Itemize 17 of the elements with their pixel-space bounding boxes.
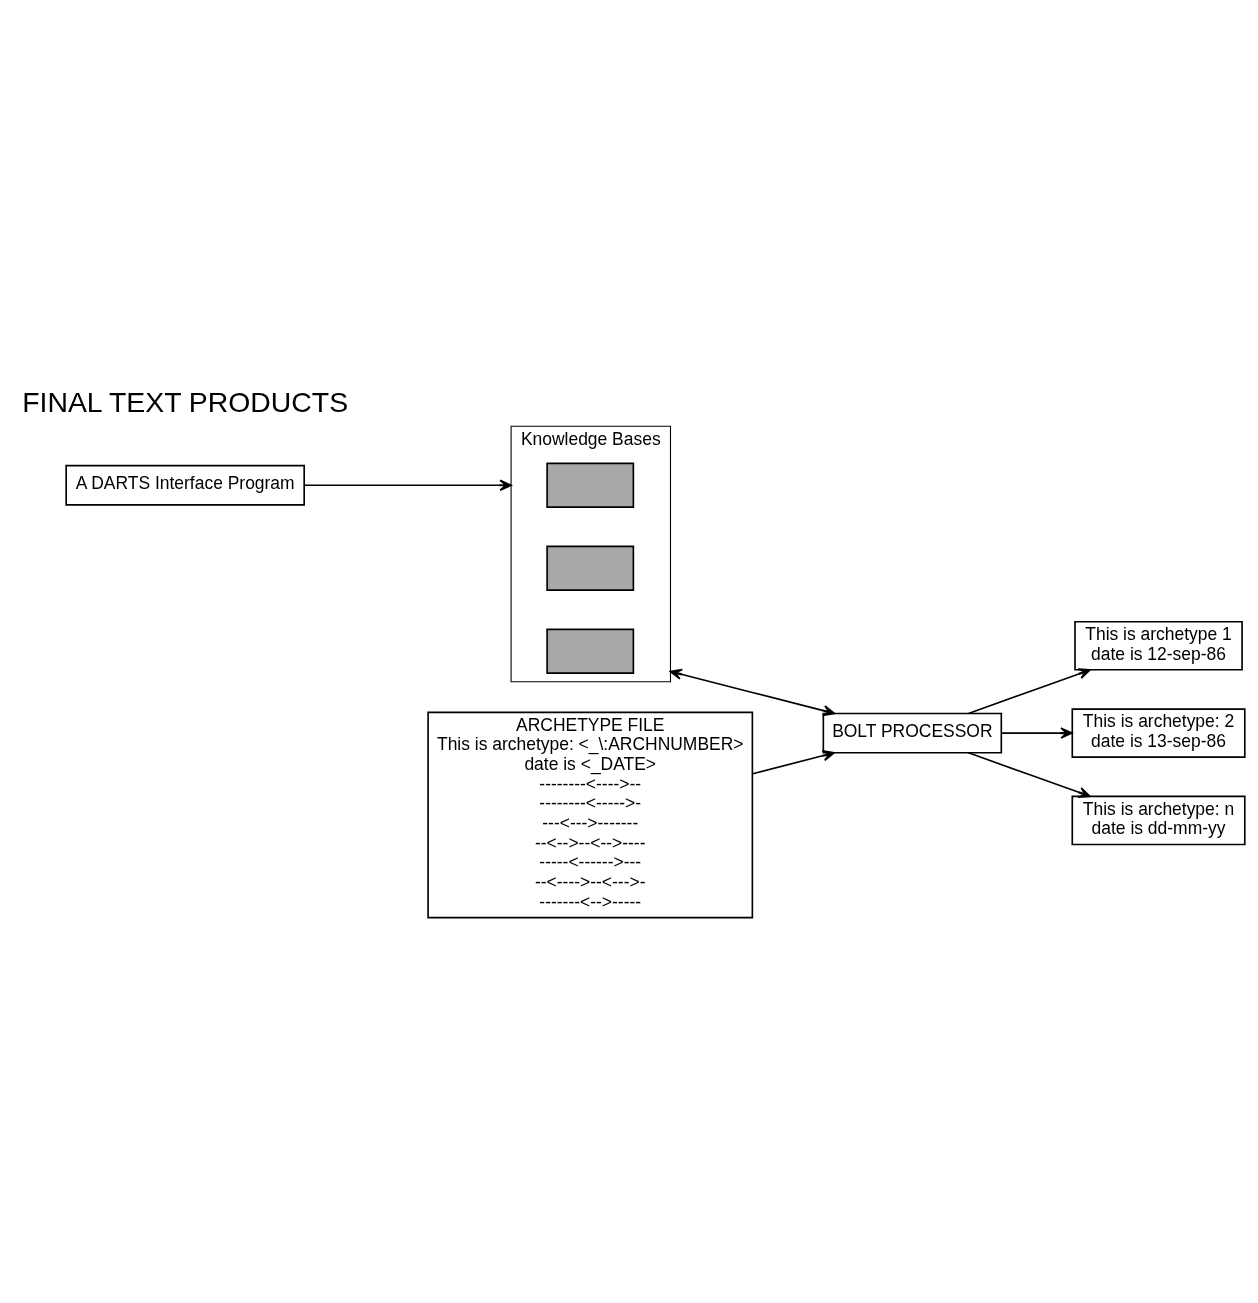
node-box: This is archetype: n date is dd-mm-yy xyxy=(1071,795,1246,846)
node-box xyxy=(546,462,635,508)
node-box: BOLT PROCESSOR xyxy=(822,712,1003,754)
node-box xyxy=(546,545,635,591)
node-box xyxy=(546,628,635,674)
label: FINAL TEXT PRODUCTS xyxy=(22,386,349,419)
arrow xyxy=(967,668,1091,715)
arrow xyxy=(967,752,1091,799)
arrow xyxy=(303,479,512,491)
arrow xyxy=(669,668,836,717)
node-box: ARCHETYPE FILE This is archetype: <_\:ARCHNUMBER> date is <_DATE> --------<---->-- --------<----->- ---<--->------- --<-->--<-->---- -----<------>--- --<---->--<--->- -------<-->----- xyxy=(427,711,754,919)
node-box: This is archetype: 2 date is 13-sep-86 xyxy=(1071,708,1246,758)
arrow xyxy=(1000,727,1073,739)
cluster: Knowledge Bases xyxy=(510,425,672,683)
arrow xyxy=(751,749,835,775)
node-box: A DARTS Interface Program xyxy=(65,464,305,506)
node-box: This is archetype 1 date is 12-sep-86 xyxy=(1074,620,1243,671)
